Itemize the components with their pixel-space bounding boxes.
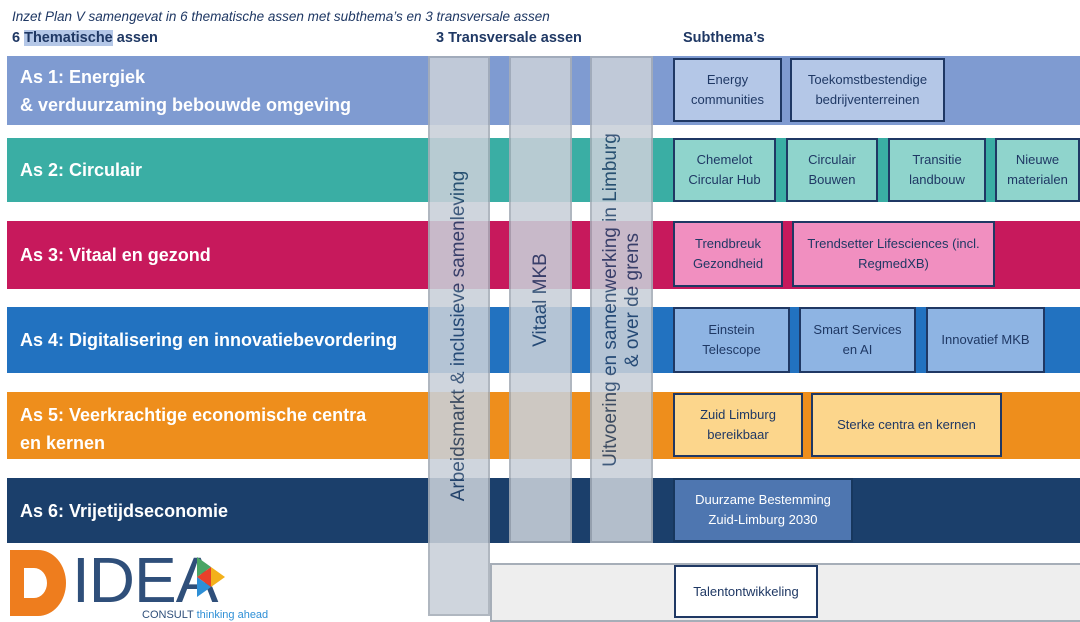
axis-2-label: As 2: Circulair [20, 160, 143, 180]
transversal-column-vitaal-mkb: Vitaal MKB [509, 56, 572, 543]
subtheme-sterke-centra-en-kernen: Sterke centra en kernen [811, 393, 1002, 457]
thematic-axes-header: 6 Thematische assen [12, 30, 158, 46]
axis-3-label: As 3: Vitaal en gezond [20, 245, 211, 265]
subtheme-talentontwikkeling: Talentontwikkeling [674, 565, 818, 618]
transversal-column-uitvoering: Uitvoering en samenwerking in Limburg& o… [590, 56, 653, 543]
subthemes-header: Subthema’s [683, 30, 765, 46]
transversal-axes-header: 3 Transversale assen [436, 30, 582, 46]
transversal-label-arbeidsmarkt: Arbeidsmarkt & inclusieve samenleving [448, 170, 469, 502]
axis-6-label: As 6: Vrijetijdseconomie [20, 501, 229, 521]
idea-logo-tagline: CONSULT thinking ahead [142, 609, 269, 621]
transversal-label-vitaal-mkb: Vitaal MKB [529, 252, 551, 347]
transversal-label-uitvoering: Uitvoering en samenwerking in Limburg& o… [599, 132, 643, 467]
axis-4-label: As 4: Digitalisering en innovatiebevorde… [20, 330, 398, 350]
idea-logo-arrow-icon [197, 557, 225, 597]
transversal-column-arbeidsmarkt: Arbeidsmarkt & inclusieve samenleving [428, 56, 490, 616]
idea-logo-text: IDEA [72, 544, 218, 616]
diagram-caption: Inzet Plan V samengevat in 6 thematische… [12, 9, 550, 24]
idea-logo-shape-icon [10, 550, 66, 616]
idea-logo-mark [10, 550, 66, 616]
subtheme-trendsetter-lifesciences: Trendsetter Lifesciences (incl.RegmedXB) [792, 221, 995, 287]
subtheme-innovatief-mkb: Innovatief MKB [926, 307, 1045, 373]
axis-1-label: As 1: Energiek& verduurzaming bebouwde o… [20, 67, 352, 115]
